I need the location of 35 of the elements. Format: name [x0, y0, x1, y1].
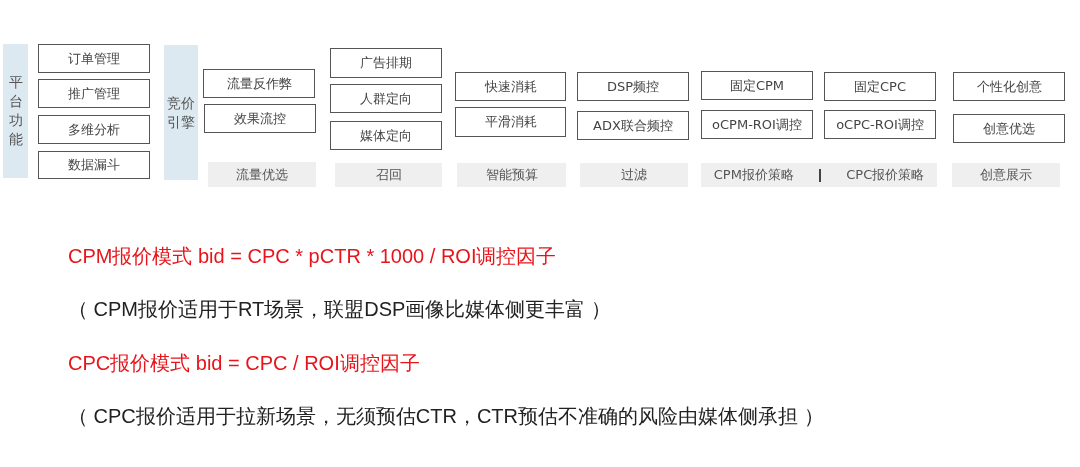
- formula-text: CPM报价模式 bid = CPC * pCTR * 1000 / ROI调控因子: [68, 244, 557, 269]
- module-box: 广告排期: [330, 48, 442, 78]
- category-label: CPC报价策略: [846, 166, 925, 184]
- module-box: 个性化创意: [953, 72, 1065, 101]
- module-box: oCPM-ROI调控: [701, 110, 813, 139]
- section-title: 竞价引擎: [166, 93, 196, 132]
- module-box: 固定CPC: [824, 72, 936, 101]
- module-box: 流量反作弊: [203, 69, 315, 98]
- module-box: ADX联合频控: [577, 111, 689, 140]
- module-box: 快速消耗: [455, 72, 566, 101]
- category-bar: 流量优选: [208, 162, 316, 187]
- category-bar: 智能预算: [457, 163, 566, 187]
- module-box: 多维分析: [38, 115, 150, 144]
- module-box: 效果流控: [204, 104, 316, 133]
- module-box: 媒体定向: [330, 121, 442, 150]
- module-box: 平滑消耗: [455, 107, 566, 137]
- module-box: DSP频控: [577, 72, 689, 101]
- module-box: oCPC-ROI调控: [824, 110, 936, 139]
- section-band: [164, 45, 198, 180]
- category-bar: [701, 163, 937, 187]
- formula-text: CPC报价模式 bid = CPC / ROI调控因子: [68, 351, 420, 376]
- category-label: CPM报价策略: [713, 166, 794, 184]
- module-box: 推广管理: [38, 79, 150, 108]
- category-bar: 创意展示: [952, 163, 1060, 187]
- module-box: 创意优选: [953, 114, 1065, 143]
- section-band: [3, 44, 28, 178]
- module-box: 固定CPM: [701, 71, 813, 100]
- category-bar: 过滤: [580, 163, 688, 187]
- module-box: 订单管理: [38, 44, 150, 73]
- section-title: 平台功能: [8, 73, 23, 149]
- module-box: 数据漏斗: [38, 151, 150, 179]
- category-bar: 召回: [335, 163, 442, 187]
- note-text: （ CPM报价适用于RT场景，联盟DSP画像比媒体侧更丰富 ）: [68, 297, 611, 322]
- module-box: 人群定向: [330, 84, 442, 113]
- note-text: （ CPC报价适用于拉新场景，无须预估CTR，CTR预估不准确的风险由媒体侧承担 ）: [68, 404, 824, 429]
